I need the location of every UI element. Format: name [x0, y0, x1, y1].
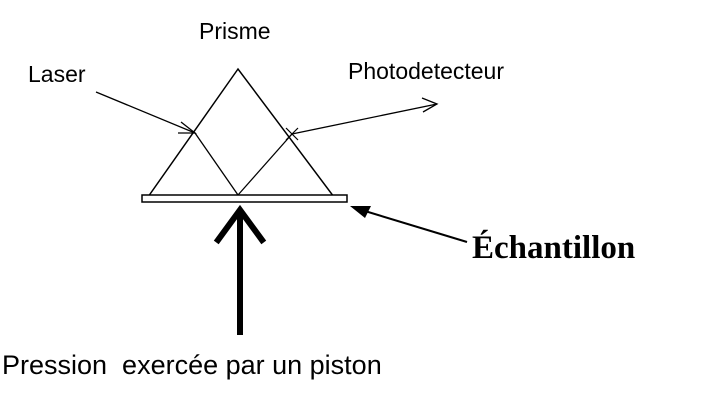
photodetector-label: Photodetecteur [348, 58, 505, 84]
sample-plate [141, 194, 348, 203]
sample-label: Échantillon [472, 230, 636, 266]
sample-pointer-line [354, 207, 468, 243]
photodetector-arrowhead [421, 97, 439, 113]
laser-label: Laser [28, 61, 86, 87]
sample-pointer-arrowhead [350, 206, 371, 218]
exit-beam-line [291, 103, 438, 135]
laser-incoming-line [95, 91, 196, 134]
pressure-arrow-head [213, 204, 267, 245]
prism-label: Prisme [199, 18, 271, 44]
reflected-beam-line [237, 133, 293, 196]
prism-triangle [146, 67, 336, 198]
laser-entry-arrowhead [178, 121, 197, 134]
exit-point-mark-cross [285, 127, 299, 141]
laser-refracted-line [194, 132, 239, 196]
pressure-label: Pression exercée par un piston [2, 350, 382, 380]
